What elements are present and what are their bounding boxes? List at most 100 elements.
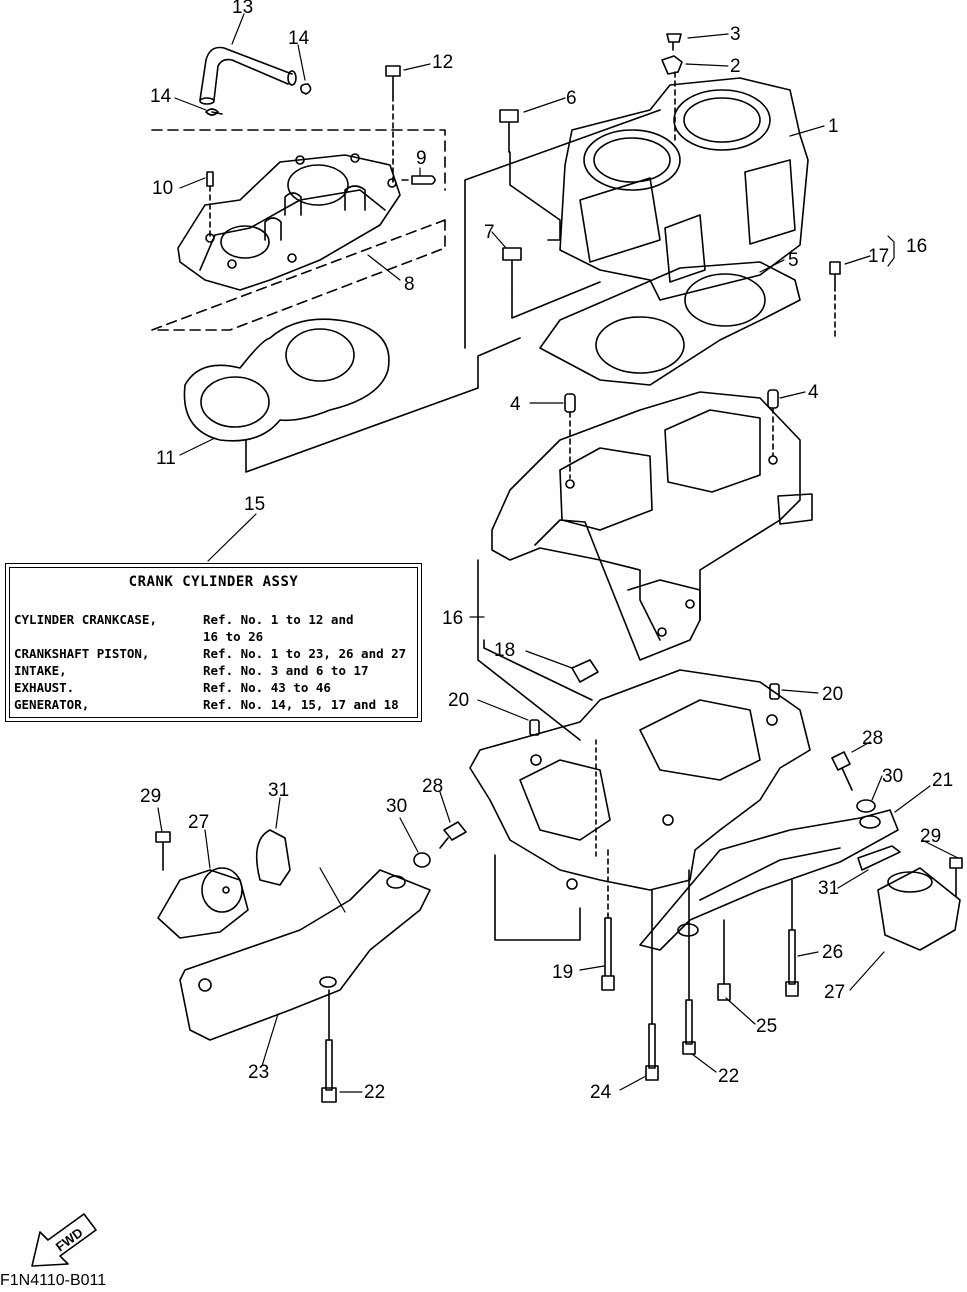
engine-mount-rubber-part (877, 867, 961, 951)
washer-part (413, 852, 431, 868)
dowel-pin-part (564, 393, 576, 413)
callout-31: 31 (818, 878, 839, 899)
callout-20: 20 (448, 690, 469, 711)
callout-24: 24 (590, 1082, 612, 1103)
dowel-pin-part (529, 719, 540, 736)
callout-22: 22 (718, 1066, 739, 1087)
stud-bolt-part (645, 1023, 659, 1081)
callout-27: 27 (188, 812, 209, 833)
callout-30: 30 (386, 796, 407, 817)
callout-9: 9 (416, 148, 427, 169)
bolt-part (439, 821, 467, 849)
callout-19: 19 (552, 962, 573, 983)
callout-20: 20 (822, 684, 843, 705)
lower-crankcase-part (469, 669, 811, 891)
clip-part (255, 829, 291, 886)
assembly-reference-table: CRANK CYLINDER ASSY CYLINDER CRANKCASE, … (5, 563, 422, 722)
row-value: Ref. No. 43 to 46 (203, 680, 331, 695)
callout-3: 3 (730, 24, 741, 45)
bolt-part (717, 983, 731, 1001)
engine-mount-bracket-part (639, 809, 899, 951)
document-code: F1N4110-B011 (0, 1272, 107, 1289)
row-key: EXHAUST. (14, 680, 75, 695)
callout-28: 28 (422, 776, 443, 797)
callout-18: 18 (494, 640, 515, 661)
bolt-part (502, 247, 601, 319)
intake-manifold-part (177, 153, 401, 291)
callout-26: 26 (822, 942, 843, 963)
callout-4: 4 (808, 382, 819, 403)
callout-7: 7 (484, 222, 495, 243)
bolt-part (499, 109, 561, 241)
washer-part (856, 799, 876, 813)
bolt-part (385, 65, 401, 183)
bolt-part (831, 751, 853, 791)
intake-gasket-part (183, 318, 390, 442)
callout-27: 27 (824, 982, 845, 1003)
stud-bolt-part (785, 929, 799, 997)
stud-bolt-part (321, 1039, 337, 1103)
row-key: CYLINDER CRANKCASE, (14, 612, 157, 627)
cylinder-gasket-part (539, 261, 801, 386)
callout-14: 14 (288, 28, 310, 49)
dowel-pin-part (767, 389, 779, 409)
callout-15: 15 (244, 494, 265, 515)
row-value: Ref. No. 1 to 12 and (203, 612, 354, 627)
callout-10: 10 (152, 178, 173, 199)
row-key: GENERATOR, (14, 697, 90, 712)
callout-13: 13 (232, 0, 253, 18)
callout-23: 23 (248, 1062, 269, 1083)
row-value: Ref. No. 1 to 23, 26 and 27 (203, 646, 407, 661)
bearing-sleeve-part (571, 659, 599, 683)
callout-12: 12 (432, 52, 453, 73)
callout-30: 30 (882, 766, 903, 787)
callout-31: 31 (268, 780, 289, 801)
callout-5: 5 (788, 250, 799, 271)
callout-29: 29 (920, 826, 941, 847)
row-value: Ref. No. 14, 15, 17 and 18 (203, 697, 399, 712)
bolt-part (155, 831, 171, 871)
row-key: CRANKSHAFT PISTON, (14, 646, 150, 661)
callout-21: 21 (932, 770, 953, 791)
row-key: INTAKE, (14, 663, 67, 678)
engine-mount-rubber-part (157, 867, 249, 939)
callout-11: 11 (156, 448, 176, 469)
bolt-part (949, 857, 963, 897)
clip-part (857, 845, 901, 871)
callout-14: 14 (150, 86, 172, 107)
leader-lines (157, 13, 959, 1093)
callout-17: 17 (868, 246, 889, 267)
row-value: 16 to 26 (203, 629, 264, 644)
intake-group-outline (151, 129, 446, 331)
engine-mount-bracket-part (179, 869, 431, 1041)
callout-labels: 13 14 12 14 10 9 8 3 2 6 1 7 5 17 16 11 … (140, 0, 953, 1103)
callout-8: 8 (404, 274, 415, 295)
pin-part (829, 261, 841, 287)
callout-16: 16 (442, 608, 463, 629)
stud-bolt-part (682, 999, 696, 1055)
callout-16: 16 (906, 236, 927, 257)
callout-29: 29 (140, 786, 161, 807)
plug-part (206, 171, 214, 187)
forward-direction-arrow (31, 1213, 97, 1267)
fitting-part (401, 175, 436, 185)
hose-clamp-part (205, 108, 223, 116)
upper-crankcase-part (491, 391, 813, 661)
row-value: Ref. No. 3 and 6 to 17 (203, 663, 369, 678)
callout-4: 4 (510, 394, 521, 415)
intake-hose-part (199, 46, 297, 105)
dowel-pin-part (769, 683, 780, 700)
screw-part (666, 33, 682, 51)
nozzle-part (661, 55, 683, 75)
callout-25: 25 (756, 1016, 777, 1037)
callout-2: 2 (730, 56, 741, 77)
callout-1: 1 (828, 116, 839, 137)
hose-clamp-part (300, 83, 312, 95)
table-title: CRANK CYLINDER ASSY (128, 574, 299, 590)
callout-6: 6 (566, 88, 577, 109)
table-inner-border (9, 567, 418, 718)
cylinder-part (559, 77, 809, 301)
callout-28: 28 (862, 728, 883, 749)
stud-bolt-part (601, 917, 615, 991)
